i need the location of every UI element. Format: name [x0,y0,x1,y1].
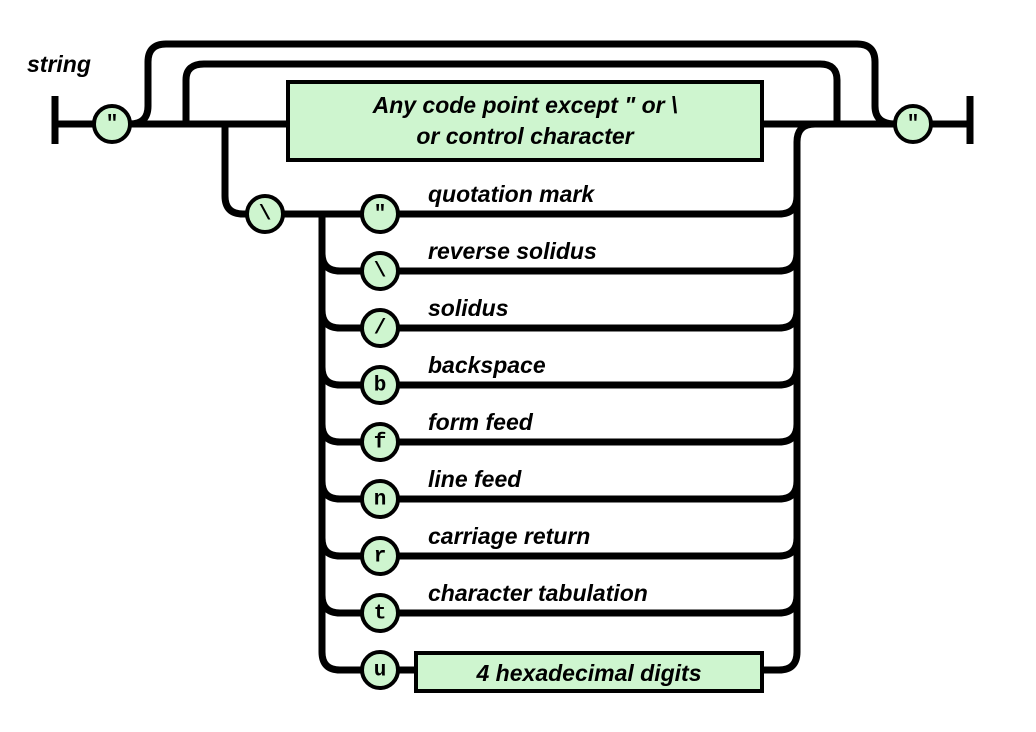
hex-digits-box-rect [414,651,764,693]
rail-lines [51,40,974,674]
escape-terminal-0-symbol: " [374,204,387,227]
escape-label-3: backspace [428,352,546,378]
escape-label-0: quotation mark [428,181,595,207]
escape-row-exit [398,195,801,218]
end-quote-terminal: " [893,104,933,144]
escape-row-entry [318,366,362,389]
code-point-line1: Any code point except " or \ [372,92,678,118]
escape-row-exit [398,480,801,503]
escape-backslash-terminal: \ [245,194,285,234]
escape-row-exit [398,537,801,560]
escape-terminal-1-symbol: \ [374,261,387,284]
escape-label-5: line feed [428,466,522,492]
escape-terminal-7-symbol: t [374,603,387,626]
escape-label-4: form feed [428,409,534,435]
escape-row-entry [318,252,362,275]
escape-label-1: reverse solidus [428,238,597,264]
escape-terminal-1: \ [360,251,400,291]
escape-terminal-4-symbol: f [374,432,387,455]
escape-terminal-5-circle [360,479,400,519]
escape-row-exit [398,366,801,389]
escape-terminal-6-circle [360,536,400,576]
escape-row-entry [318,423,362,446]
escape-terminal-0: " [360,194,400,234]
escape-terminal-7: t [360,593,400,633]
escape-branch-entry [221,124,247,218]
escape-terminal-1-circle [360,251,400,291]
diagram-title: string [27,51,91,77]
escape-terminal-2-circle [360,308,400,348]
start-quote-terminal-symbol: " [106,114,119,137]
hex-digits-box: 4 hexadecimal digits [414,651,764,693]
escape-terminal-0-circle [360,194,400,234]
escape-row-exit [398,423,801,446]
escape-backslash-terminal-symbol: \ [259,204,272,227]
escape-terminal-2: / [360,308,400,348]
escape-terminal-2-symbol: / [374,318,387,341]
end-quote-terminal-symbol: " [907,114,920,137]
escape-row-entry [318,651,362,674]
escape-label-2: solidus [428,295,509,321]
escape-terminal-4: f [360,422,400,462]
escape-terminal-5: n [360,479,400,519]
hex-to-right-column [762,651,801,674]
escape-label-7: character tabulation [428,580,648,606]
escape-terminal-6: r [360,536,400,576]
escape-terminal-3-symbol: b [374,375,387,398]
escape-row-entry [318,594,362,617]
escape-terminal-3: b [360,365,400,405]
escape-terminal-5-symbol: n [374,489,387,512]
start-quote-terminal-circle [92,104,132,144]
escape-row-entry [318,309,362,332]
escape-terminal-7-circle [360,593,400,633]
start-quote-terminal: " [92,104,132,144]
diagram-nodes: string " " Any code point except " or \ or c… [27,51,933,693]
escape-right-column [793,120,816,652]
inner-repeat-loop [182,60,841,124]
escape-row-exit [398,252,801,275]
escape-row-exit [398,309,801,332]
code-point-box: Any code point except " or \ or control c… [286,80,764,162]
escape-row-entry [318,480,362,503]
escape-terminal-8: u [360,650,400,690]
escape-terminal-3-circle [360,365,400,405]
escape-row-exit [398,594,801,617]
code-point-box-rect [286,80,764,162]
escape-label-6: carriage return [428,523,590,549]
code-point-line2: or control character [416,123,634,149]
escape-backslash-terminal-circle [245,194,285,234]
escape-terminal-4-circle [360,422,400,462]
escape-terminal-8-circle [360,650,400,690]
escape-terminal-8-symbol: u [374,660,387,683]
end-quote-terminal-circle [893,104,933,144]
outer-bypass-loop [129,40,896,128]
escape-terminal-6-symbol: r [374,546,387,569]
escape-row-entry [318,537,362,560]
hex-digits-label: 4 hexadecimal digits [476,660,702,686]
